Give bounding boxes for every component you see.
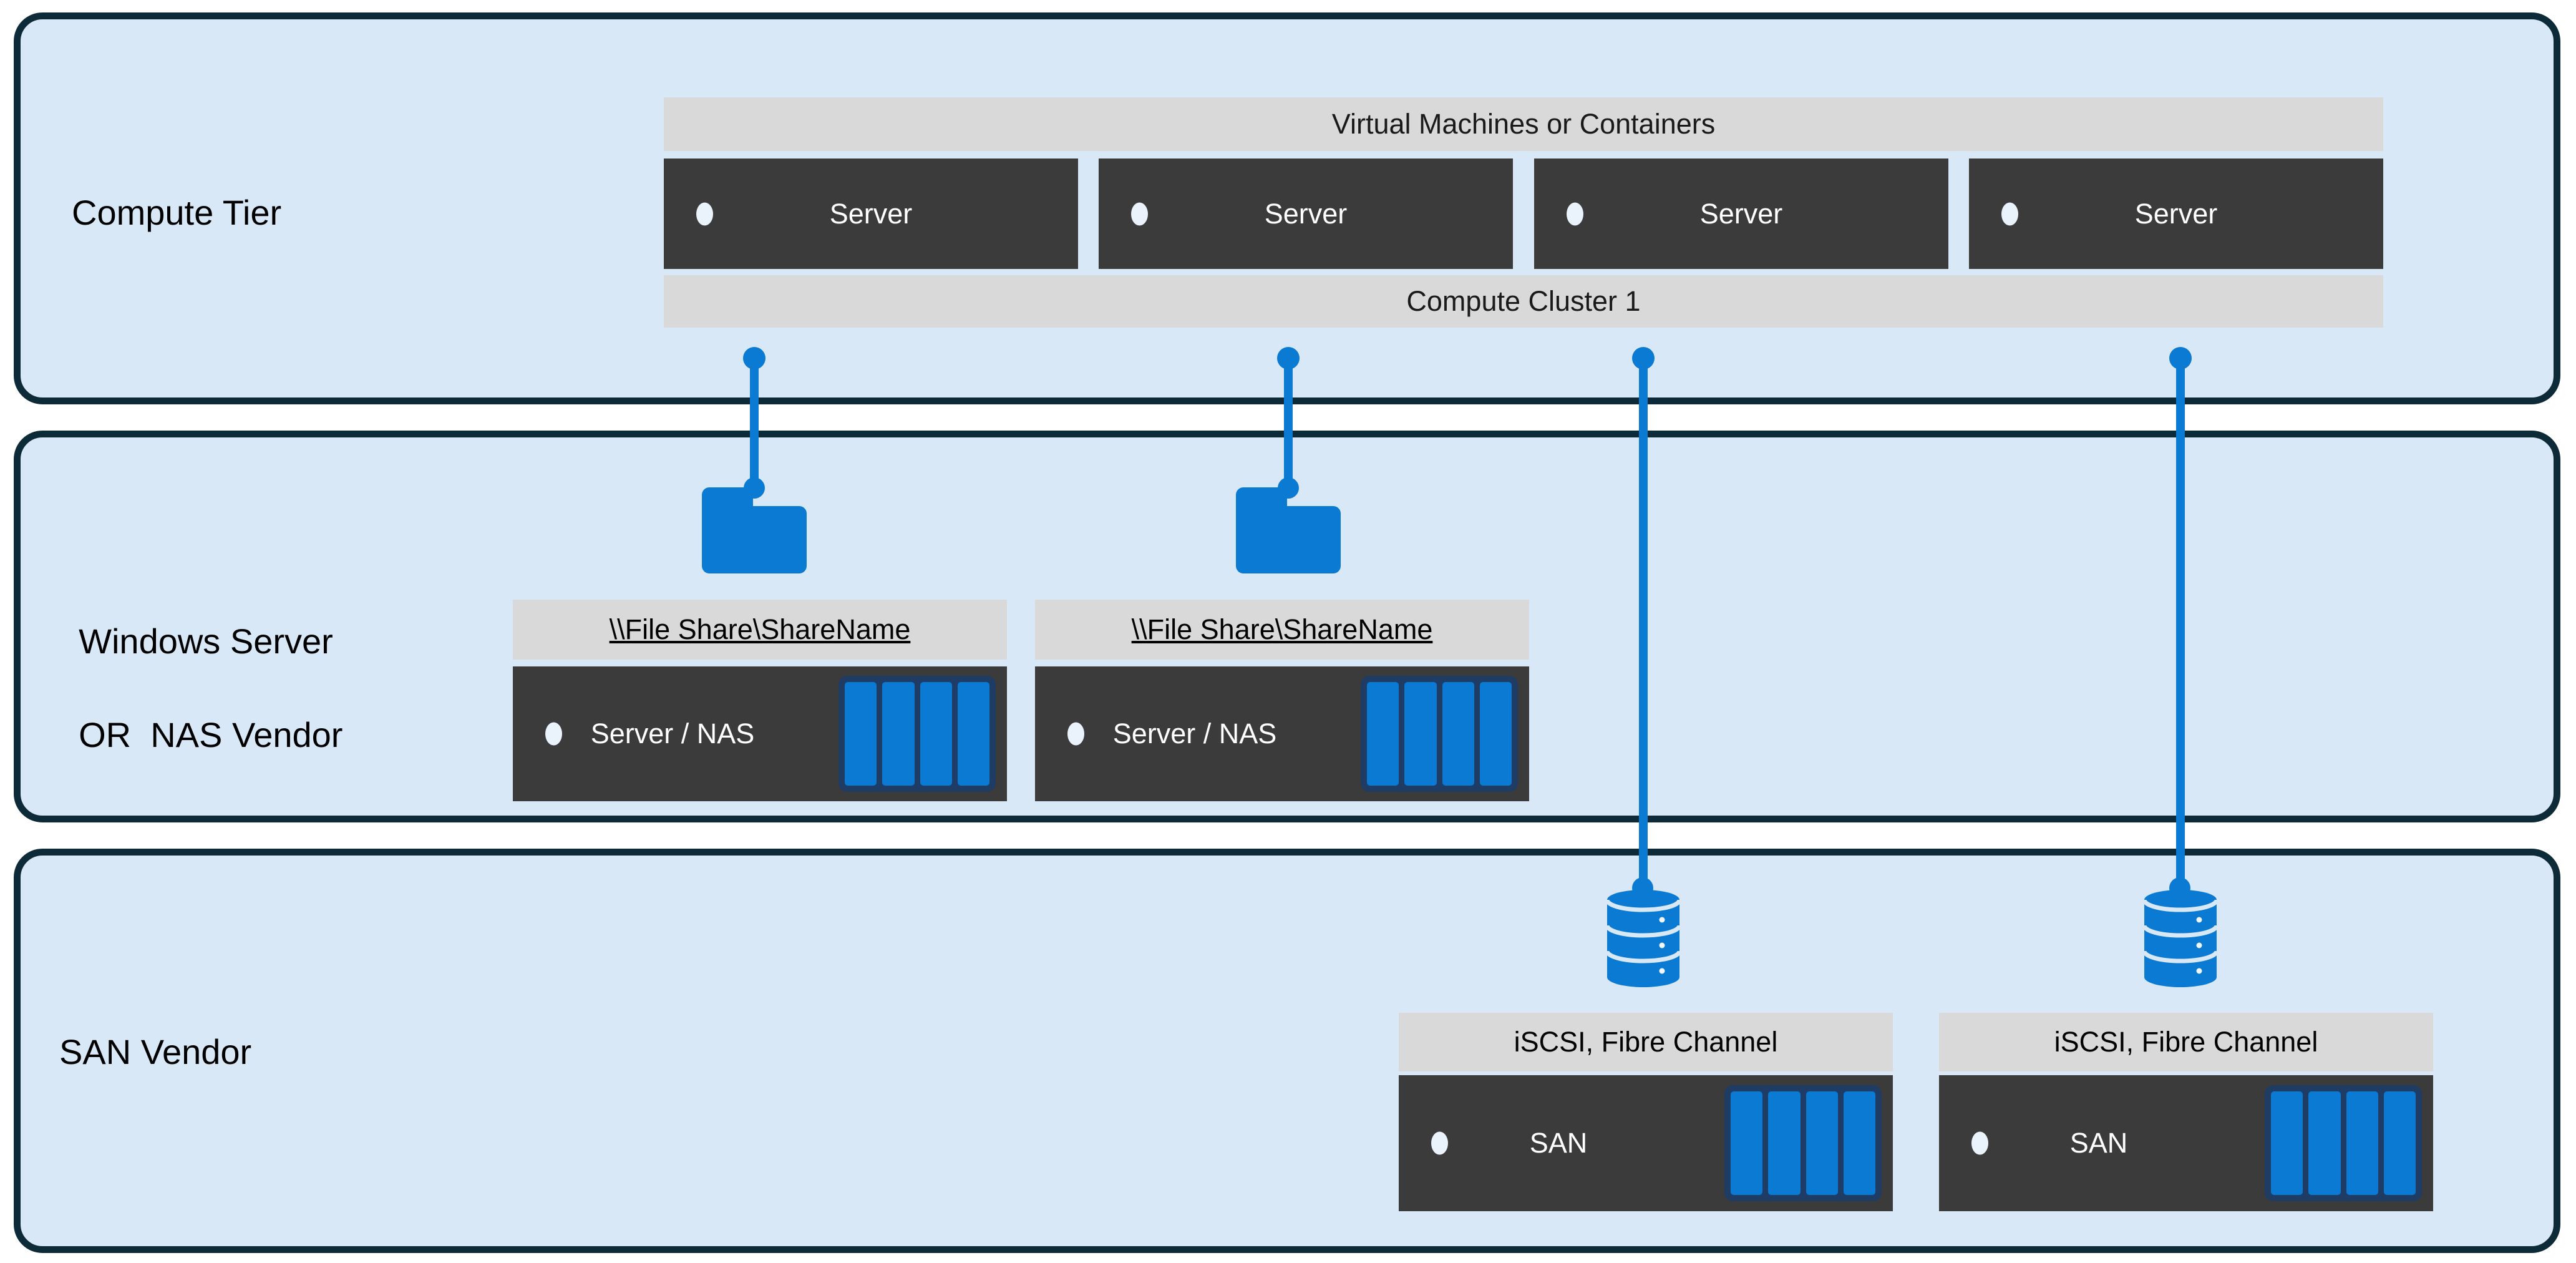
san-box: SAN [1399,1075,1893,1211]
connector-line [750,358,759,489]
san-label: SAN [1529,1127,1588,1159]
indicator-icon [1971,1131,1988,1155]
san-protocol-header-bar: iSCSI, Fibre Channel [1399,1013,1893,1071]
san-protocol-header-bar: iSCSI, Fibre Channel [1939,1013,2433,1071]
file-nas-tier-label-line2: OR NAS Vendor [79,715,343,754]
server-nas-box: Server / NAS [513,666,1007,801]
server-label: Server [1699,197,1783,230]
server-label: Server [2134,197,2218,230]
san-protocol-label: iSCSI, Fibre Channel [2054,1026,2318,1058]
san-box: SAN [1939,1075,2433,1211]
server-box-2: Server [1099,158,1513,269]
san-tier-label: SAN Vendor [59,1032,252,1071]
connector-endpoint [743,347,766,369]
file-nas-tier-label: Windows Server OR NAS Vendor [59,571,343,758]
connector-endpoint [2169,347,2192,369]
file-share-path: \\File Share\ShareName [1131,613,1433,645]
connector-endpoint [1632,347,1655,369]
disk-array-icon [1724,1085,1882,1201]
vm-containers-header-bar: Virtual Machines or Containers [664,97,2383,151]
indicator-icon [1131,202,1148,225]
server-nas-label: Server / NAS [590,718,755,749]
file-share-header-bar: \\File Share\ShareName [513,600,1007,660]
connector-endpoint [1277,347,1300,369]
disk-array-icon [838,676,996,792]
indicator-icon [1067,722,1084,746]
indicator-icon [2001,202,2018,225]
compute-tier-label: Compute Tier [72,193,282,232]
compute-cluster-footer-bar: Compute Cluster 1 [664,275,2383,328]
san-group-2: iSCSI, Fibre Channel SAN [1939,1013,2433,1211]
file-nas-tier-label-line1: Windows Server [79,622,333,661]
connector-line [1639,358,1648,892]
folder-icon [702,487,807,573]
indicator-icon [1431,1131,1448,1155]
connector-endpoint [744,477,765,499]
server-label: Server [829,197,913,230]
connector-endpoint [1278,477,1299,499]
connector-line [1284,358,1293,489]
server-label: Server [1264,197,1348,230]
database-icon [2143,890,2218,987]
indicator-icon [1567,202,1583,225]
san-group-1: iSCSI, Fibre Channel SAN [1399,1013,1893,1211]
file-share-path: \\File Share\ShareName [609,613,911,645]
san-protocol-label: iSCSI, Fibre Channel [1514,1026,1778,1058]
server-box-1: Server [664,158,1078,269]
indicator-icon [696,202,713,225]
indicator-icon [545,722,562,746]
file-share-header-bar: \\File Share\ShareName [1035,600,1529,660]
connector-line [2176,358,2185,892]
server-nas-box: Server / NAS [1035,666,1529,801]
file-share-group-1: \\File Share\ShareName Server / NAS [513,600,1007,801]
folder-icon [1236,487,1341,573]
server-box-4: Server [1969,158,2383,269]
server-box-3: Server [1534,158,1948,269]
disk-array-icon [1361,676,1518,792]
database-icon [1606,890,1681,987]
server-nas-label: Server / NAS [1112,718,1277,749]
san-label: SAN [2069,1127,2128,1159]
file-share-group-2: \\File Share\ShareName Server / NAS [1035,600,1529,801]
disk-array-icon [2265,1085,2422,1201]
